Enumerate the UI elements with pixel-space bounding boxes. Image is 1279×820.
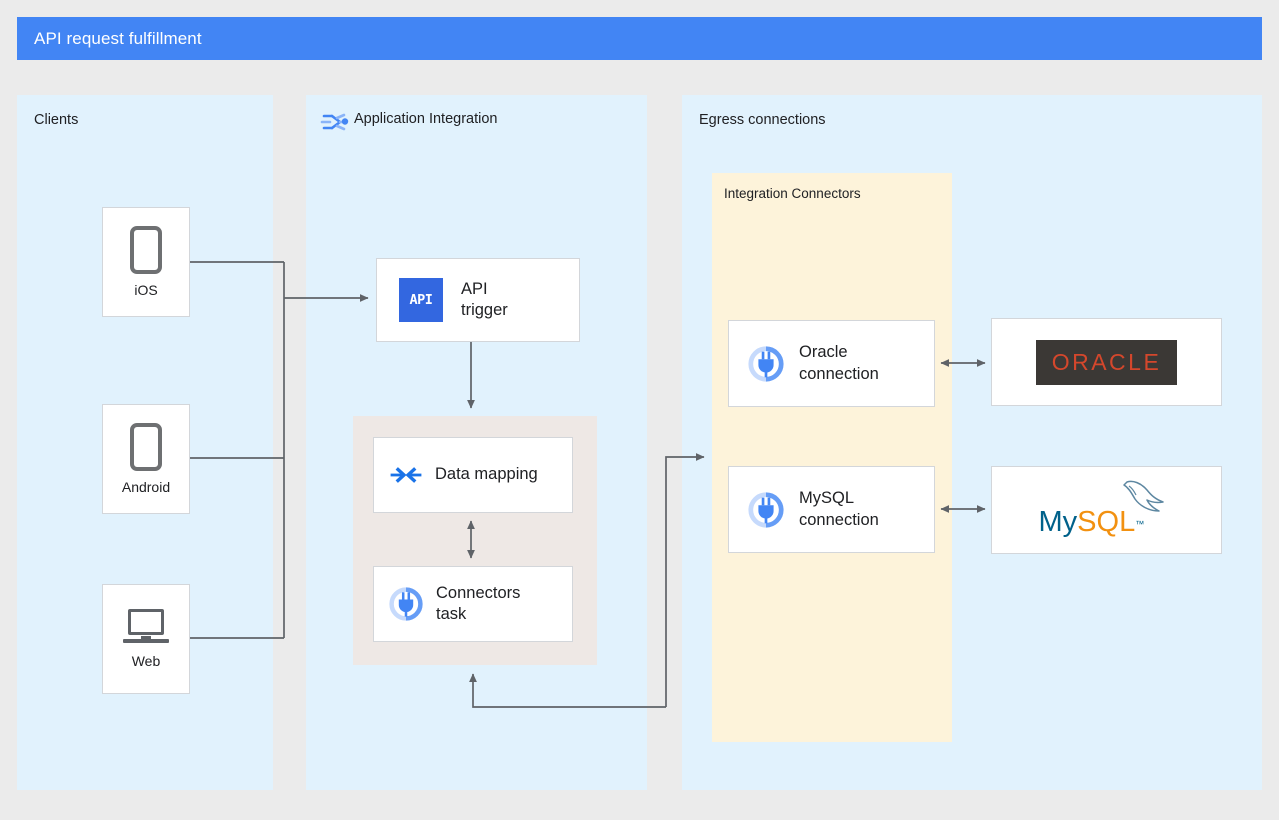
- connection-card-mysql[interactable]: MySQL connection: [728, 466, 935, 553]
- connection-card-oracle[interactable]: Oracle connection: [728, 320, 935, 407]
- task-card-connectors-task-label: Connectors task: [436, 583, 521, 623]
- connection-card-oracle-label: Oracle connection: [799, 343, 879, 383]
- application-integration-icon: [320, 107, 350, 137]
- mysql-logo-text-secondary: SQL: [1077, 506, 1136, 538]
- mysql-logo-text-primary: My: [1038, 506, 1078, 538]
- laptop-icon: [123, 609, 169, 645]
- task-card-data-mapping-label: Data mapping: [435, 465, 538, 484]
- client-card-web[interactable]: Web: [102, 584, 190, 694]
- task-card-api-trigger[interactable]: API API trigger: [376, 258, 580, 342]
- page-title: API request fulfillment: [34, 28, 202, 48]
- task-card-data-mapping[interactable]: Data mapping: [373, 437, 573, 513]
- panel-clients-label: Clients: [34, 112, 79, 128]
- task-card-api-trigger-label: API trigger: [461, 279, 508, 319]
- diagram-title-bar: API request fulfillment: [17, 17, 1262, 60]
- panel-integration-connectors-label: Integration Connectors: [724, 186, 861, 201]
- mobile-phone-icon: [130, 423, 162, 471]
- mysql-logo: MySQL™: [1039, 479, 1175, 541]
- mobile-phone-icon: [130, 226, 162, 274]
- backend-card-oracle: ORACLE: [991, 318, 1222, 406]
- dolphin-icon: [1107, 479, 1169, 520]
- connector-plug-icon: [388, 586, 424, 622]
- backend-card-mysql: MySQL™: [991, 466, 1222, 554]
- oracle-logo: ORACLE: [1035, 339, 1178, 385]
- mysql-trademark: ™: [1135, 519, 1145, 529]
- client-card-ios[interactable]: iOS: [102, 207, 190, 317]
- connector-plug-icon: [747, 491, 785, 529]
- client-card-ios-label: iOS: [134, 282, 158, 298]
- data-mapping-icon: [389, 458, 423, 492]
- connection-card-mysql-label: MySQL connection: [799, 489, 879, 529]
- task-card-connectors-task[interactable]: Connectors task: [373, 566, 573, 642]
- connector-plug-icon: [747, 345, 785, 383]
- client-card-android[interactable]: Android: [102, 404, 190, 514]
- api-trigger-icon: API: [399, 278, 443, 322]
- panel-application-integration-label: Application Integration: [354, 111, 498, 127]
- client-card-android-label: Android: [121, 479, 171, 495]
- client-card-web-label: Web: [131, 653, 161, 669]
- oracle-logo-text: ORACLE: [1051, 348, 1162, 375]
- api-glyph-text: API: [409, 292, 433, 308]
- panel-egress-label: Egress connections: [699, 112, 826, 128]
- panel-integration-connectors: Integration Connectors: [712, 173, 952, 742]
